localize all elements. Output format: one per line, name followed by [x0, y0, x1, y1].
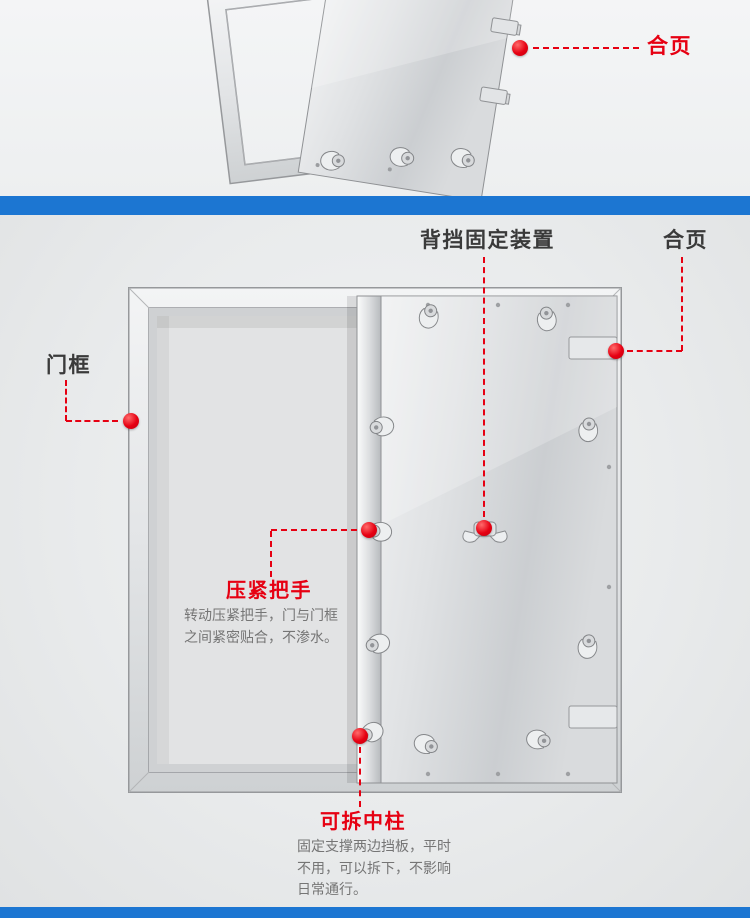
leader-line-center-column — [359, 747, 361, 807]
label-press-handle: 压紧把手 — [226, 580, 312, 602]
leader-line-hinge-main-v — [681, 257, 683, 351]
label-center-column: 可拆中柱 — [320, 811, 406, 833]
product-photo-top — [206, 0, 522, 196]
leader-line-back-stop — [483, 257, 485, 517]
desc-center-column: 固定支撑两边挡板，平时不用，可以拆下，不影响日常通行。 — [297, 838, 451, 898]
leader-line-hinge-top — [533, 47, 639, 49]
door-panel-top — [297, 0, 522, 196]
leader-line-press-handle-v — [270, 531, 272, 577]
label-hinge-top: 合页 — [647, 35, 692, 58]
leader-line-door-frame-h — [66, 420, 118, 422]
marker-dot-back-stop — [476, 520, 492, 536]
marker-dot-center-column — [352, 728, 368, 744]
hinge-plate — [479, 86, 508, 105]
leader-line-press-handle-h — [271, 529, 357, 531]
label-door-frame: 门框 — [46, 354, 91, 377]
leader-line-door-frame-v — [65, 380, 67, 421]
desc-press-handle: 转动压紧把手，门与门框之间紧密贴合，不渗水。 — [184, 607, 338, 645]
bottom-divider-band — [0, 907, 750, 918]
door-panel-main — [356, 295, 618, 784]
label-back-stop: 背挡固定装置 — [420, 229, 555, 252]
marker-dot-press-handle — [361, 522, 377, 538]
label-hinge-main: 合页 — [663, 229, 708, 252]
product-photo-main — [128, 287, 622, 793]
marker-dot-door-frame — [123, 413, 139, 429]
leader-line-hinge-main-h — [627, 350, 682, 352]
hinge-plate — [490, 17, 519, 36]
marker-dot-hinge-main — [608, 343, 624, 359]
hinge-plate-bottom — [568, 705, 618, 729]
section-divider-band — [0, 196, 750, 215]
marker-dot-hinge-top — [512, 40, 528, 56]
